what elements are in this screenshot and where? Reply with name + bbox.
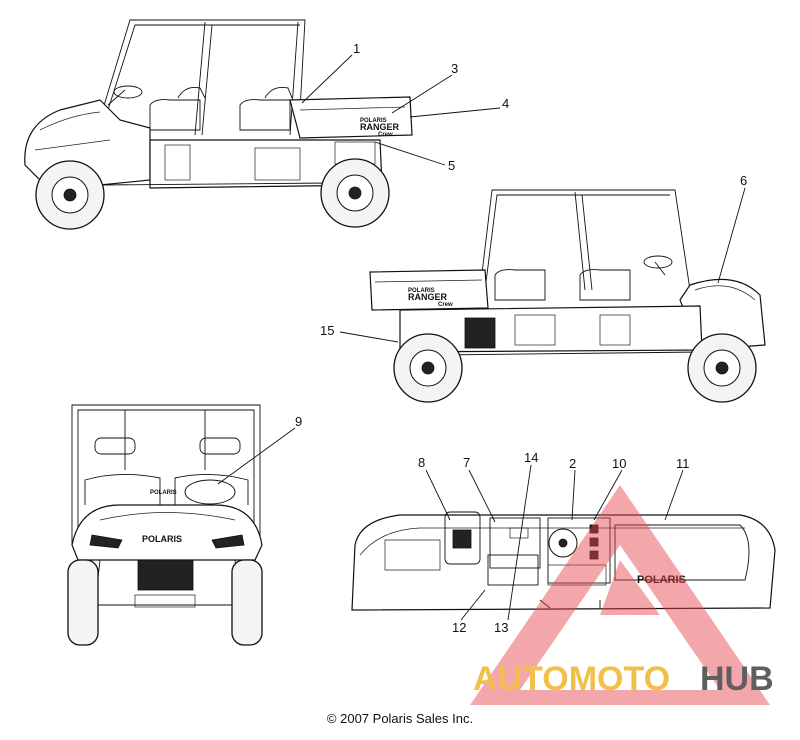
decal-polaris-hood: POLARIS — [142, 534, 182, 544]
callout-1: 1 — [353, 41, 360, 56]
dashboard-view: POLARIS — [351, 511, 776, 611]
callout-11: 11 — [676, 456, 690, 471]
decal-polaris-dash-front: POLARIS — [150, 490, 177, 496]
callout-9: 9 — [295, 414, 302, 429]
decal-polaris-side: POLARIS — [360, 118, 387, 124]
watermark-triangle-icon — [470, 485, 770, 705]
decal-ranger-right: RANGER — [408, 292, 448, 302]
decal-ranger-side: RANGER — [360, 122, 400, 132]
vehicle-side-view-left: POLARIS RANGER Crew — [24, 19, 413, 230]
callout-12: 12 — [452, 620, 466, 635]
decal-polaris-right: POLARIS — [408, 288, 435, 294]
callout-6: 6 — [740, 173, 747, 188]
callout-5: 5 — [448, 158, 455, 173]
decal-polaris-dashboard: POLARIS — [637, 574, 686, 586]
callout-13: 13 — [494, 620, 508, 635]
automotohub-watermark: AUTOMOTO HUB — [470, 485, 774, 705]
callout-4: 4 — [502, 96, 509, 111]
watermark-text-hub: HUB — [700, 660, 774, 698]
callout-7: 7 — [463, 455, 470, 470]
decal-crew-side: Crew — [378, 132, 393, 138]
callout-14: 14 — [524, 450, 538, 465]
callout-15: 15 — [320, 323, 334, 338]
callout-3: 3 — [451, 61, 458, 76]
callout-labels: 1 3 4 5 6 15 9 8 7 14 2 10 11 12 13 — [295, 41, 747, 635]
callout-2: 2 — [569, 456, 576, 471]
vehicle-front-view: POLARIS POLARIS — [67, 404, 263, 646]
vehicle-side-view-right: POLARIS RANGER Crew — [369, 189, 766, 403]
copyright-notice: © 2007 Polaris Sales Inc. — [326, 711, 474, 726]
watermark-text-automoto: AUTOMOTO — [473, 660, 670, 698]
callout-8: 8 — [418, 455, 425, 470]
leader-lines — [217, 54, 746, 621]
decal-crew-right: Crew — [438, 302, 453, 308]
callout-10: 10 — [612, 456, 626, 471]
